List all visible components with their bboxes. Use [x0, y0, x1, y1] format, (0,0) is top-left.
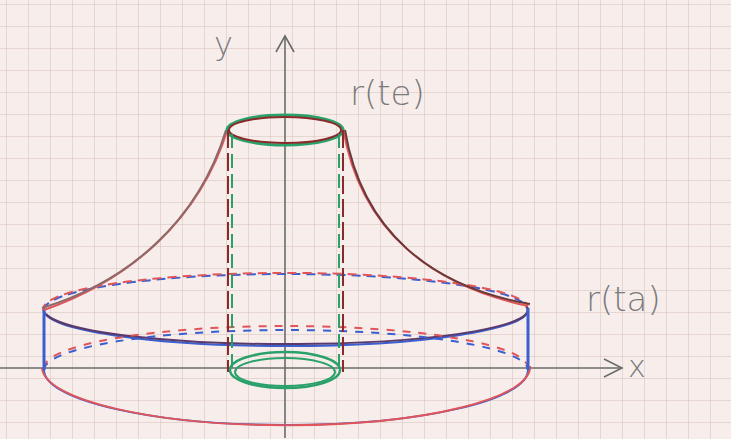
axis-label: x: [628, 352, 646, 382]
radius-label: r(te): [350, 76, 425, 110]
inner-cylinder: [227, 115, 343, 388]
axes: [0, 36, 622, 438]
radius-label: r(ta): [586, 282, 661, 316]
flared-surface: [42, 128, 530, 310]
base-disk: [42, 273, 530, 425]
axis-label: y: [214, 28, 233, 60]
